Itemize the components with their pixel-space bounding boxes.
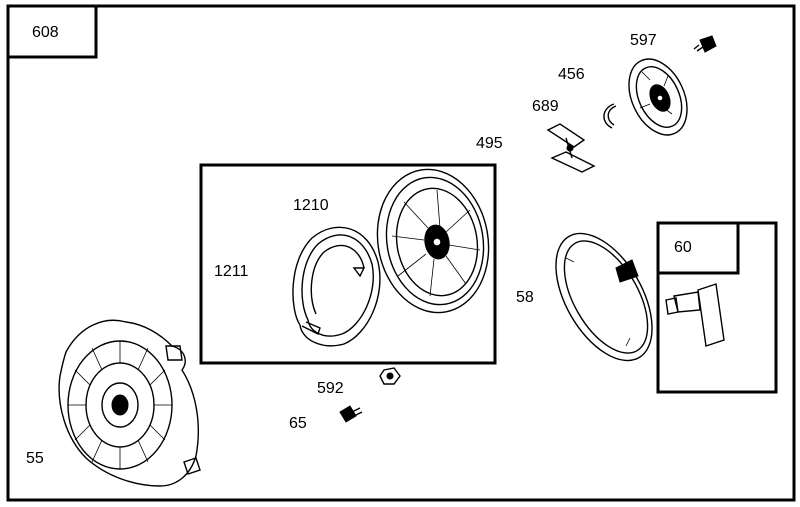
label-65: 65 — [289, 415, 307, 432]
part-689-drawing — [546, 123, 596, 173]
label-456: 456 — [558, 66, 585, 83]
label-58: 58 — [516, 289, 534, 306]
assembly-label-box — [6, 4, 98, 59]
part-60-handle-drawing — [665, 283, 725, 347]
kit-label-box — [656, 221, 740, 275]
kit-label: 60 — [674, 239, 692, 256]
pulley-spring-box — [199, 163, 497, 365]
assembly-label: 608 — [32, 24, 59, 41]
part-65-drawing — [339, 405, 363, 423]
part-58-drawing — [555, 232, 653, 362]
outer-frame — [6, 4, 796, 502]
label-597: 597 — [630, 32, 657, 49]
pulley-drawing — [376, 168, 490, 314]
label-592: 592 — [317, 380, 344, 397]
part-597-screw-drawing — [693, 35, 717, 53]
part-597-drawing — [628, 58, 688, 136]
part-592-drawing — [379, 367, 401, 385]
label-689: 689 — [532, 98, 559, 115]
label-1210: 1210 — [293, 197, 329, 214]
label-1211: 1211 — [214, 263, 249, 280]
label-495: 495 — [476, 135, 503, 152]
part-456-drawing — [603, 103, 617, 129]
part-1210-drawing — [292, 226, 381, 347]
part-55-housing-drawing — [58, 319, 201, 487]
label-55: 55 — [26, 450, 44, 467]
